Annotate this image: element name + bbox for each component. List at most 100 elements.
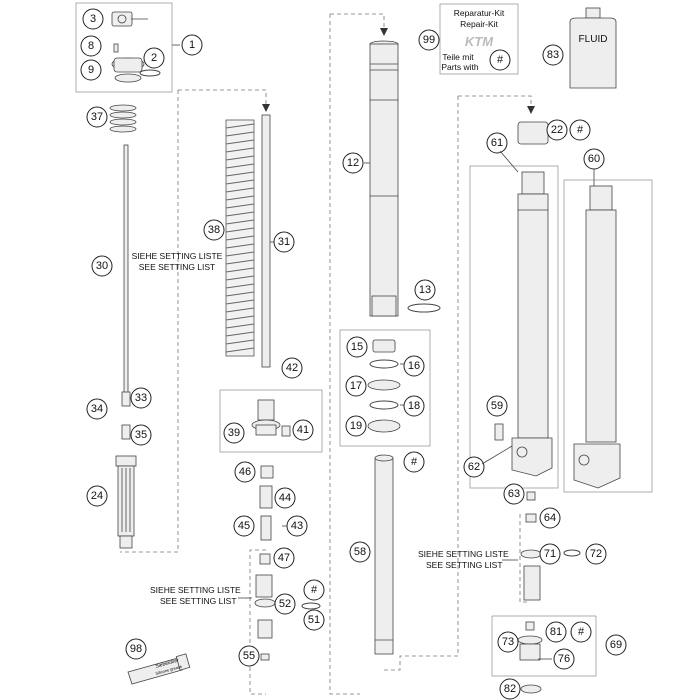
repair-kit-line1: Reparatur-Kit: [454, 8, 505, 18]
svg-text:62: 62: [468, 461, 480, 473]
svg-text:81: 81: [550, 626, 562, 638]
part-52-b: [257, 619, 273, 639]
setting-note-left-line2: SEE SETTING LIST: [139, 262, 216, 272]
svg-text:13: 13: [419, 284, 431, 296]
guide-line-lower-left: [249, 549, 266, 695]
setting-note-mid-line2: SEE SETTING LIST: [160, 596, 237, 606]
guide-line-12: [330, 13, 385, 30]
guide-line-31: [178, 89, 267, 104]
callout-38: 38: [203, 219, 225, 241]
svg-text:#: #: [311, 584, 318, 596]
damper-rod-30: [123, 144, 129, 396]
fork-leg-60-box: [563, 179, 653, 493]
setting-note-right-line1: SIEHE SETTING LISTE: [418, 549, 509, 559]
repair-kit-line3: Teile mit: [442, 52, 474, 62]
part-47: [259, 553, 271, 565]
callout-8: 8: [80, 35, 102, 57]
svg-text:55: 55: [243, 650, 255, 662]
bushing-kit: [367, 339, 401, 433]
callout-3: 3: [82, 8, 104, 30]
callout-12: 12: [342, 152, 364, 174]
cap-assembly-box: [75, 2, 173, 93]
callout-hash-58: #: [403, 451, 425, 473]
callout-60: 60: [583, 148, 605, 170]
part-52-a: [255, 574, 273, 598]
cap-assembly: [111, 11, 161, 83]
callout-44: 44: [274, 487, 296, 509]
callout-hash-22: #: [569, 119, 591, 141]
svg-text:35: 35: [135, 429, 147, 441]
spring-35: [121, 424, 131, 440]
callout-31: 31: [273, 231, 295, 253]
fluid-label: FLUID: [579, 34, 608, 45]
guide-line-22: [458, 95, 532, 108]
part-63: [526, 491, 536, 501]
svg-text:61: 61: [491, 137, 503, 149]
callout-30: 30: [91, 255, 113, 277]
part-82: [520, 684, 542, 694]
svg-text:45: 45: [238, 520, 250, 532]
compression-valve-box: [219, 389, 323, 453]
repair-kit-line2: Repair-Kit: [460, 19, 498, 29]
callout-15: 15: [346, 336, 368, 358]
svg-text:34: 34: [91, 403, 103, 415]
svg-text:73: 73: [502, 636, 514, 648]
part-22: [517, 121, 549, 145]
fork-leg-60: [573, 185, 621, 489]
callout-hash-51: #: [303, 579, 325, 601]
callout-59: 59: [486, 395, 508, 417]
svg-text:47: 47: [278, 552, 290, 564]
callout-52: 52: [274, 593, 296, 615]
callout-2: 2: [143, 47, 165, 69]
callout-42: 42: [281, 357, 303, 379]
svg-text:83: 83: [547, 49, 559, 61]
svg-text:18: 18: [408, 400, 420, 412]
setting-note-right-line2: SEE SETTING LIST: [426, 560, 503, 570]
callout-98: 98: [125, 638, 147, 660]
callout-9: 9: [80, 59, 102, 81]
needle-33: [121, 391, 131, 407]
svg-text:43: 43: [291, 520, 303, 532]
svg-text:39: 39: [228, 427, 240, 439]
guide-line-right: [383, 96, 459, 671]
svg-text:8: 8: [88, 40, 94, 52]
callout-76: 76: [553, 648, 575, 670]
svg-text:#: #: [578, 626, 585, 638]
svg-text:60: 60: [588, 153, 600, 165]
outer-tube-12: [369, 40, 399, 317]
svg-text:22: 22: [551, 124, 563, 136]
svg-text:33: 33: [135, 392, 147, 404]
callout-41: 41: [292, 419, 314, 441]
svg-text:44: 44: [279, 492, 291, 504]
callout-39: 39: [223, 422, 245, 444]
callout-34: 34: [86, 398, 108, 420]
svg-text:19: 19: [350, 420, 362, 432]
svg-text:58: 58: [354, 546, 366, 558]
compression-valve-39: [251, 399, 291, 437]
callout-45: 45: [233, 515, 255, 537]
svg-text:72: 72: [590, 548, 602, 560]
svg-text:3: 3: [90, 13, 96, 25]
part-45: [260, 515, 272, 541]
callout-37: 37: [86, 106, 108, 128]
callout-47: 47: [273, 547, 295, 569]
part-46: [260, 465, 274, 479]
callout-55: 55: [238, 645, 260, 667]
callout-99: 99: [418, 29, 440, 51]
part-64: [525, 513, 537, 523]
fork-spring-38: [225, 119, 255, 357]
svg-text:16: 16: [408, 360, 420, 372]
valve-69: [517, 621, 543, 661]
svg-text:98: 98: [130, 643, 142, 655]
svg-text:#: #: [577, 124, 584, 136]
svg-text:69: 69: [610, 639, 622, 651]
part-55: [260, 653, 270, 661]
guide-line-lower-right: [519, 514, 530, 603]
fluid-bottle-83: FLUID: [569, 7, 617, 89]
bolt-59: [494, 423, 504, 441]
svg-text:17: 17: [350, 380, 362, 392]
svg-text:12: 12: [347, 157, 359, 169]
fork-leg-61: [511, 171, 553, 477]
ktm-logo: KTM: [465, 34, 494, 49]
